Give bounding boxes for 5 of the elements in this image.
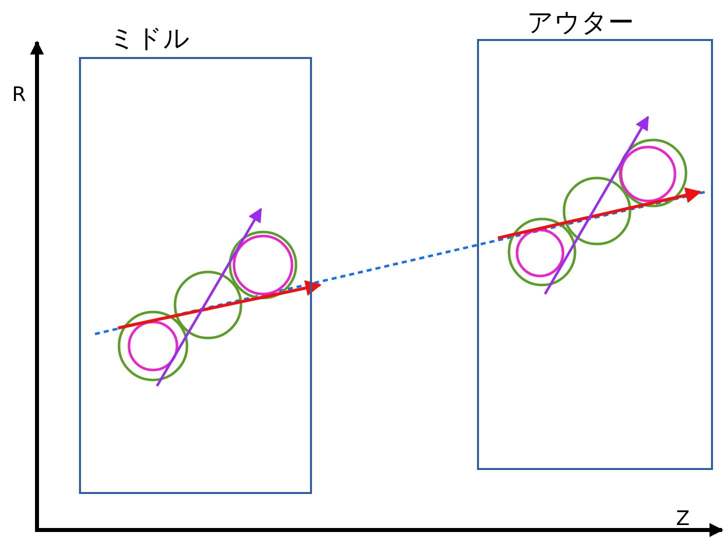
dashed-track-line — [94, 190, 706, 336]
axis-label: R — [12, 84, 26, 104]
axis-label: Z — [676, 508, 690, 528]
box-heading: ミドル — [109, 26, 190, 52]
box-heading: アウター — [527, 10, 634, 36]
